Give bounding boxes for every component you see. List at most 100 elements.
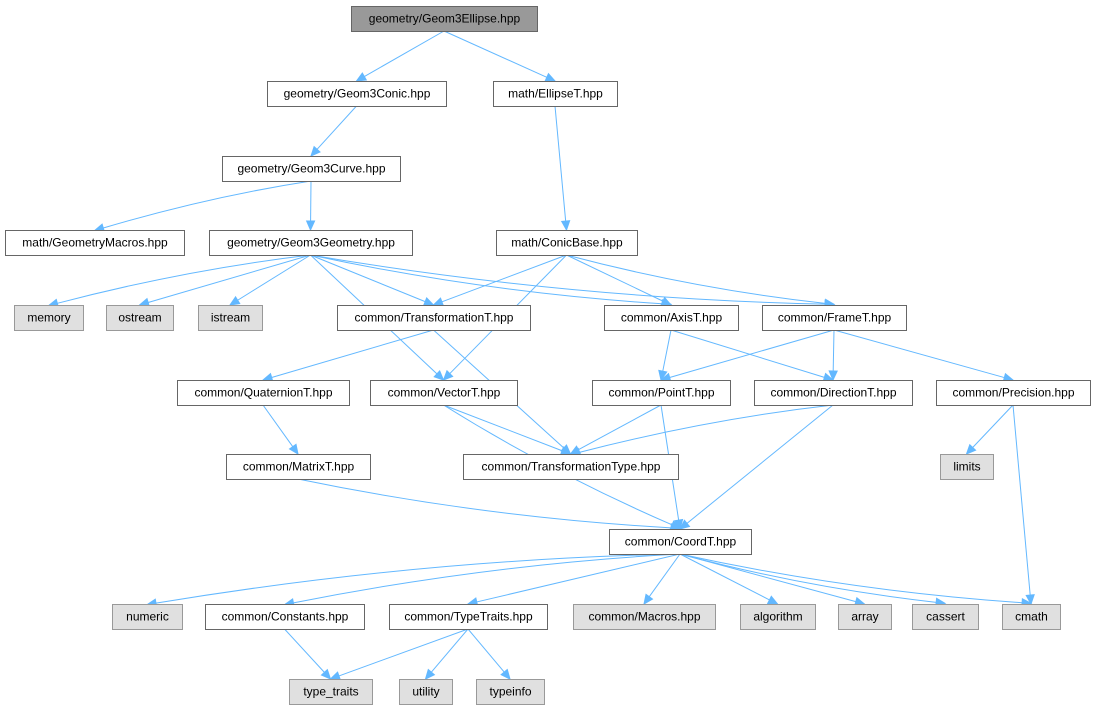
node-geometry-geom3ellipse-hpp[interactable]: geometry/Geom3Ellipse.hpp — [351, 6, 538, 32]
edge-line — [679, 553, 937, 603]
node-box — [351, 6, 538, 32]
arrow-head — [766, 595, 779, 605]
node-box — [493, 81, 618, 107]
edge-math-ellipset-hpp-to-math-conicbase-hpp — [554, 105, 571, 232]
edge-line — [441, 254, 567, 303]
node-label: common/Constants.hpp — [222, 610, 349, 624]
arrow-head — [228, 295, 241, 306]
node-box — [604, 305, 739, 331]
node-label: common/Macros.hpp — [588, 610, 700, 624]
edge-common-axist-hpp-to-common-directiont-hpp — [670, 329, 835, 382]
node-common-framet-hpp[interactable]: common/FrameT.hpp — [762, 305, 907, 331]
node-box — [226, 454, 371, 480]
node-label: common/QuaternionT.hpp — [194, 386, 332, 400]
node-common-typetraits-hpp[interactable]: common/TypeTraits.hpp — [389, 604, 548, 630]
edge-common-matrixt-hpp-to-common-coordt-hpp — [297, 478, 682, 533]
node-label: istream — [211, 311, 250, 325]
edge-geometry-geom3geometry-hpp-to-common-transformationt-hpp — [310, 254, 435, 306]
node-algorithm: algorithm — [740, 604, 816, 630]
node-common-matrixt-hpp[interactable]: common/MatrixT.hpp — [226, 454, 371, 480]
node-label: math/GeometryMacros.hpp — [22, 236, 168, 250]
edge-line — [430, 628, 469, 673]
node-geometry-geom3conic-hpp[interactable]: geometry/Geom3Conic.hpp — [267, 81, 447, 107]
node-box — [762, 305, 907, 331]
nodes-layer: geometry/Geom3Ellipse.hpp geometry/Geom3C… — [5, 6, 1091, 705]
node-type-traits: type_traits — [289, 679, 373, 705]
node-ostream: ostream — [106, 305, 174, 331]
arrow-head — [679, 519, 691, 530]
edge-line — [972, 404, 1014, 448]
node-box — [267, 81, 447, 107]
node-label: typeinfo — [489, 685, 531, 699]
arrow-head — [329, 671, 342, 681]
node-label: ostream — [118, 311, 161, 325]
edge-line — [1012, 404, 1031, 596]
edge-line — [566, 254, 664, 302]
edge-common-coordt-hpp-to-common-macros-hpp — [643, 553, 681, 605]
node-box — [198, 305, 263, 331]
edge-line — [293, 553, 681, 604]
arrow-head — [422, 297, 435, 306]
edge-line — [57, 254, 311, 304]
node-box — [573, 604, 716, 630]
node-common-constants-hpp[interactable]: common/Constants.hpp — [205, 604, 365, 630]
arrow-head — [643, 593, 654, 605]
arrow-head — [828, 370, 838, 382]
arrow-head — [310, 145, 321, 157]
node-math-conicbase-hpp[interactable]: math/ConicBase.hpp — [496, 230, 638, 256]
arrow-head — [433, 370, 445, 381]
node-common-pointt-hpp[interactable]: common/PointT.hpp — [592, 380, 731, 406]
arrow-head — [320, 668, 332, 680]
edge-line — [648, 553, 681, 597]
node-istream: istream — [198, 305, 263, 331]
node-math-ellipset-hpp[interactable]: math/EllipseT.hpp — [493, 81, 618, 107]
edge-common-vectort-hpp-to-common-transformationtype-hpp — [443, 404, 572, 456]
node-common-quaterniont-hpp[interactable]: common/QuaternionT.hpp — [177, 380, 350, 406]
node-box — [1002, 604, 1061, 630]
node-memory: memory — [14, 305, 84, 331]
edge-common-precision-hpp-to-limits — [965, 404, 1014, 455]
node-math-geometrymacros-hpp[interactable]: math/GeometryMacros.hpp — [5, 230, 185, 256]
node-limits: limits — [940, 454, 994, 480]
edge-line — [338, 628, 469, 677]
node-common-axist-hpp[interactable]: common/AxisT.hpp — [604, 305, 739, 331]
edges-layer — [47, 30, 1035, 681]
edge-line — [316, 105, 357, 150]
node-label: geometry/Geom3Ellipse.hpp — [369, 12, 521, 26]
node-label: geometry/Geom3Geometry.hpp — [227, 236, 395, 250]
node-common-transformationtype-hpp[interactable]: common/TransformationType.hpp — [463, 454, 679, 480]
node-common-transformationt-hpp[interactable]: common/TransformationT.hpp — [337, 305, 531, 331]
edge-line — [662, 329, 672, 372]
node-label: limits — [953, 460, 980, 474]
edge-common-axist-hpp-to-common-pointt-hpp — [658, 329, 672, 382]
edge-common-coordt-hpp-to-cmath — [679, 553, 1033, 608]
node-common-precision-hpp[interactable]: common/Precision.hpp — [936, 380, 1091, 406]
node-label: common/FrameT.hpp — [778, 311, 892, 325]
node-common-directiont-hpp[interactable]: common/DirectionT.hpp — [754, 380, 913, 406]
edge-geometry-geom3geometry-hpp-to-common-framet-hpp — [310, 254, 836, 309]
edge-line — [237, 254, 311, 301]
node-common-vectort-hpp[interactable]: common/VectorT.hpp — [370, 380, 518, 406]
arrow-head — [660, 296, 673, 306]
arrow-head — [424, 668, 436, 680]
node-box — [14, 305, 84, 331]
node-label: type_traits — [303, 685, 358, 699]
node-geometry-geom3geometry-hpp[interactable]: geometry/Geom3Geometry.hpp — [209, 230, 413, 256]
node-label: cmath — [1015, 610, 1048, 624]
edge-line — [679, 553, 770, 601]
edge-common-typetraits-hpp-to-type-traits — [329, 628, 469, 681]
node-label: common/CoordT.hpp — [625, 535, 737, 549]
node-box — [370, 380, 518, 406]
node-common-coordt-hpp[interactable]: common/CoordT.hpp — [609, 529, 752, 555]
edge-common-typetraits-hpp-to-utility — [424, 628, 469, 680]
edge-line — [686, 404, 834, 524]
edge-line — [155, 553, 681, 604]
node-box — [5, 230, 185, 256]
node-geometry-geom3curve-hpp[interactable]: geometry/Geom3Curve.hpp — [222, 156, 401, 182]
edge-common-framet-hpp-to-common-directiont-hpp — [828, 329, 838, 382]
node-label: common/AxisT.hpp — [621, 311, 723, 325]
edge-common-directiont-hpp-to-common-transformationtype-hpp — [569, 404, 834, 457]
node-box — [209, 230, 413, 256]
edge-line — [579, 404, 834, 453]
node-box — [936, 380, 1091, 406]
